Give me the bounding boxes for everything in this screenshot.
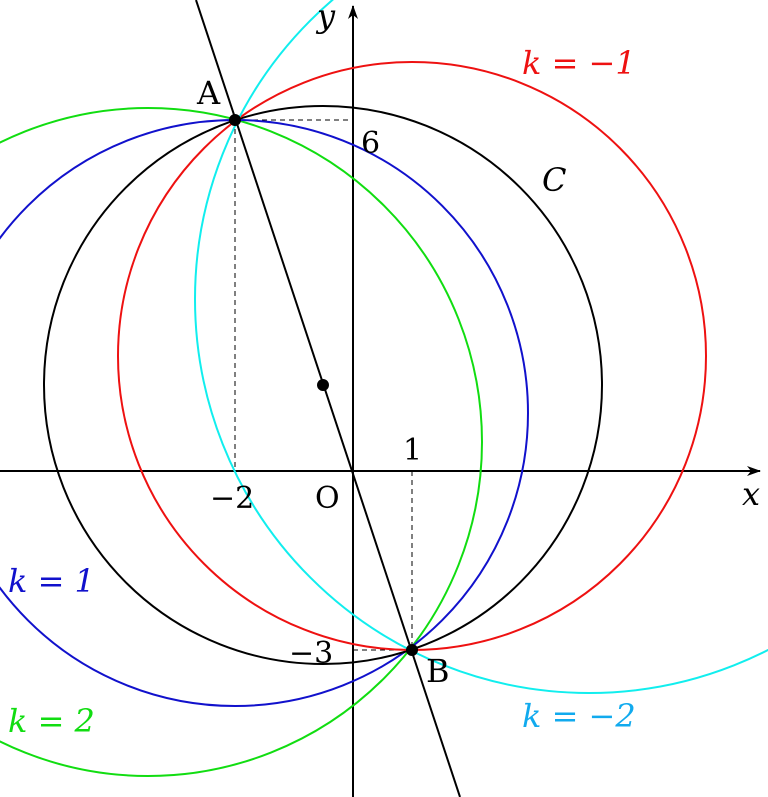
circle-k-2-green [0, 107, 483, 777]
label-k-2: k = 2 [8, 702, 95, 740]
point-a-label: A [196, 74, 221, 112]
x-axis-label: x [742, 475, 760, 513]
label-k-neg2: k = −2 [522, 697, 636, 735]
circle-c-label: C [542, 161, 566, 199]
point-b [406, 644, 418, 656]
label-k-1: k = 1 [8, 562, 95, 600]
label-k-neg1: k = −1 [522, 44, 636, 82]
circle-c-black [43, 105, 603, 665]
y-tick-neg3: −3 [289, 636, 333, 671]
origin-label: O [315, 481, 340, 516]
point-b-label: B [426, 652, 450, 690]
line-ab [195, 0, 461, 797]
circle-k-neg2-cyan [194, 0, 768, 694]
y-tick-6: 6 [361, 126, 380, 161]
x-tick-neg2: −2 [210, 481, 254, 516]
point-a [229, 114, 241, 126]
y-axis-label: y [315, 0, 336, 35]
x-tick-1: 1 [403, 433, 422, 468]
point-center [317, 379, 329, 391]
